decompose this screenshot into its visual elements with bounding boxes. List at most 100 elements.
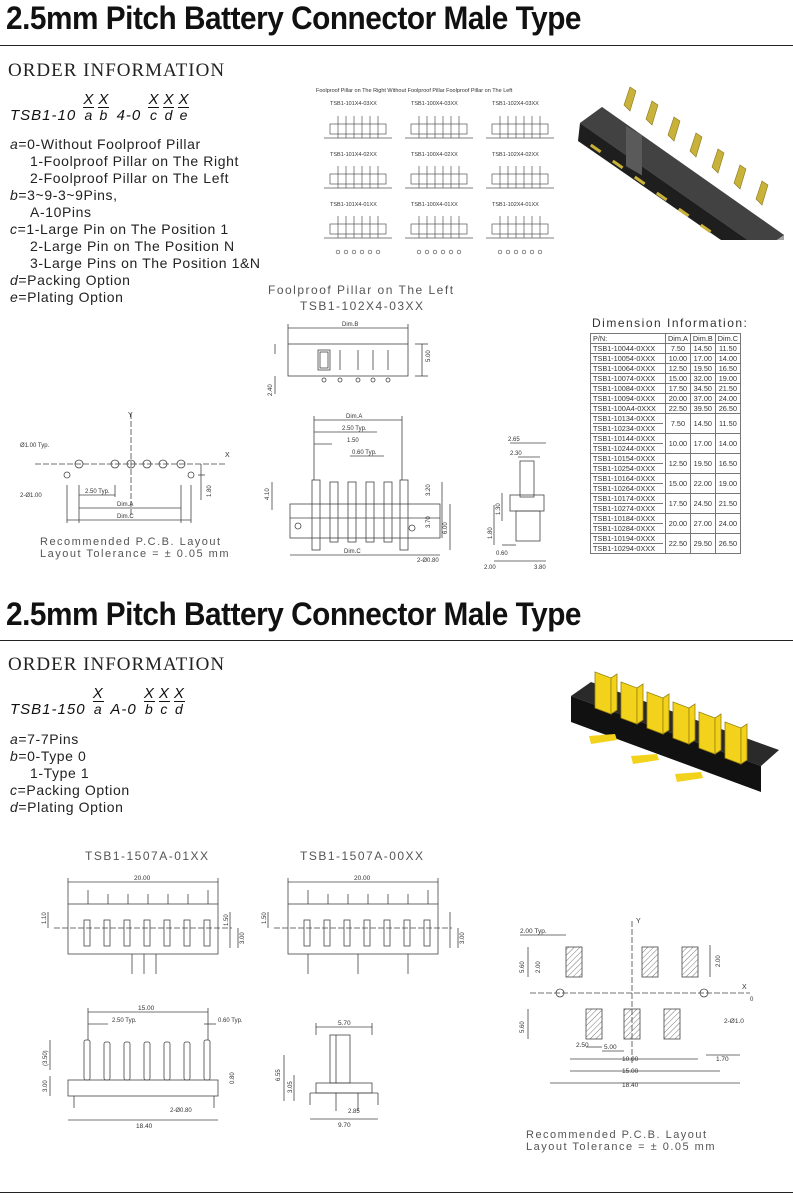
variant-hole — [537, 249, 543, 255]
dim-label: 20.00 — [354, 875, 371, 882]
th-dimb: Dim.B — [689, 333, 716, 344]
cell-dim-a: 17.50 — [665, 383, 691, 394]
cell-dim-b: 14.50 — [689, 413, 716, 434]
section1-rule — [0, 45, 793, 46]
cell-dim-b: 24.50 — [689, 493, 716, 514]
dim-label: 5.00 — [604, 1044, 617, 1051]
part-number: TSB1-10194-0XXX — [593, 534, 656, 543]
part-number: TSB1-10084-0XXX — [593, 384, 656, 393]
cell-pn: TSB1-10054-0XXX — [590, 353, 666, 364]
variant-hole — [335, 249, 341, 255]
dim-label: 0.80 — [230, 1072, 236, 1084]
dim-label: 1.80 — [488, 527, 494, 539]
axis-y-label: Y — [636, 918, 641, 925]
drawing-right-title: TSB1-1507A-00XX — [300, 849, 425, 863]
section2-options-list: a=7-7Pins b=0-Type 0 1-Type 1 c=Packing … — [10, 731, 130, 816]
cell-dim-c: 14.00 — [714, 353, 742, 364]
table-header-row: P/N: Dim.A Dim.B Dim.C — [590, 333, 742, 344]
dim-label: 2.00 — [536, 961, 542, 973]
dim-label: 2.85 — [348, 1109, 360, 1115]
cell-dim-c: 19.00 — [714, 373, 742, 384]
variant-hole — [367, 249, 373, 255]
part-number: TSB1-10134-0XXX — [593, 414, 656, 423]
cell-dim-b: 34.50 — [689, 383, 716, 394]
variant-hole — [359, 249, 365, 255]
dim-label: Dim.C — [344, 549, 361, 555]
option-line: 3-Large Pins on The Position 1&N — [30, 255, 261, 271]
part-number: TSB1-10044-0XXX — [593, 344, 656, 353]
option-line: a=7-7Pins — [10, 731, 79, 747]
section2-title: 2.5mm Pitch Battery Connector Male Type — [6, 596, 582, 632]
dim-label: Ø1.00 Typ. — [20, 443, 50, 449]
cell-dim-a: 22.50 — [665, 403, 691, 414]
dim-label: 3.00 — [43, 1080, 49, 1092]
variant-label: TSB1-101X4-03XX — [330, 101, 377, 107]
section1-options-list: a=0-Without Foolproof Pillar 1-Foolproof… — [10, 136, 261, 306]
variant-hole — [497, 249, 503, 255]
part-number: TSB1-10254-0XXX — [593, 463, 663, 473]
part-number: TSB1-10174-0XXX — [593, 494, 656, 503]
variant-drawing — [486, 216, 554, 239]
bottom-rule — [0, 1192, 793, 1193]
part-number: TSB1-10064-0XXX — [593, 364, 656, 373]
cell-dim-a: 10.00 — [665, 353, 691, 364]
option-line: a=0-Without Foolproof Pillar — [10, 136, 201, 152]
cell-dim-b: 27.00 — [689, 513, 716, 534]
section2-rule — [0, 640, 793, 641]
dim-label: 5.60 — [520, 961, 526, 973]
part-number: TSB1-10234-0XXX — [593, 423, 663, 433]
cell-dim-b: 14.50 — [689, 343, 716, 354]
drawing-subtitle: TSB1-102X4-03XX — [300, 299, 425, 313]
top-view-left-drawing: 20.00 1.10 1.50 3.00 — [42, 875, 246, 974]
option-line: d=Plating Option — [10, 799, 124, 815]
dim-label: Dim.A — [117, 502, 133, 508]
dim-label: 1.10 — [42, 912, 48, 924]
code-prefix: TSB1-150 — [10, 701, 86, 718]
code-mid: A-0 — [110, 701, 137, 718]
cell-dim-a: 15.00 — [665, 373, 691, 384]
dim-label: 1.80 — [207, 485, 213, 497]
connector-product-image — [578, 86, 784, 240]
cell-dim-b: 19.50 — [689, 453, 716, 474]
variant-hole — [416, 249, 422, 255]
cell-pn: TSB1-10044-0XXX — [590, 343, 666, 354]
option-line: 2-Large Pin on The Position N — [30, 238, 235, 254]
variant-hole — [456, 249, 462, 255]
dim-table-title: Dimension Information: — [592, 316, 749, 330]
variant-hole — [432, 249, 438, 255]
variants-grid-drawing — [324, 116, 554, 255]
section1-title: 2.5mm Pitch Battery Connector Male Type — [6, 0, 582, 36]
drawing-title: Foolproof Pillar on The Left — [268, 283, 455, 297]
pcb-note-1b: Recommended P.C.B. Layout — [526, 1129, 708, 1141]
side-view-drawing-2: 5.70 6.55 3.05 2.85 9.70 — [276, 1020, 379, 1129]
cell-dim-a: 20.00 — [665, 393, 691, 404]
pcb-layout-drawing: Ø1.00 Typ. 2-Ø1.00 2.50 Typ. Dim.A Dim.C… — [20, 412, 230, 523]
dim-label: 1.70 — [716, 1056, 729, 1063]
dim-label: 20.00 — [134, 875, 151, 882]
dim-label: 3.70 — [426, 516, 432, 528]
dim-label: 1.30 — [496, 503, 502, 515]
axis-y-label: Y — [128, 412, 133, 419]
dim-label: 3.20 — [426, 484, 432, 496]
cell-dim-c: 16.50 — [714, 453, 742, 474]
cell-dim-a: 17.50 — [665, 493, 691, 514]
cell-dim-c: 14.00 — [714, 433, 742, 454]
dim-label: 1.50 — [262, 912, 268, 924]
